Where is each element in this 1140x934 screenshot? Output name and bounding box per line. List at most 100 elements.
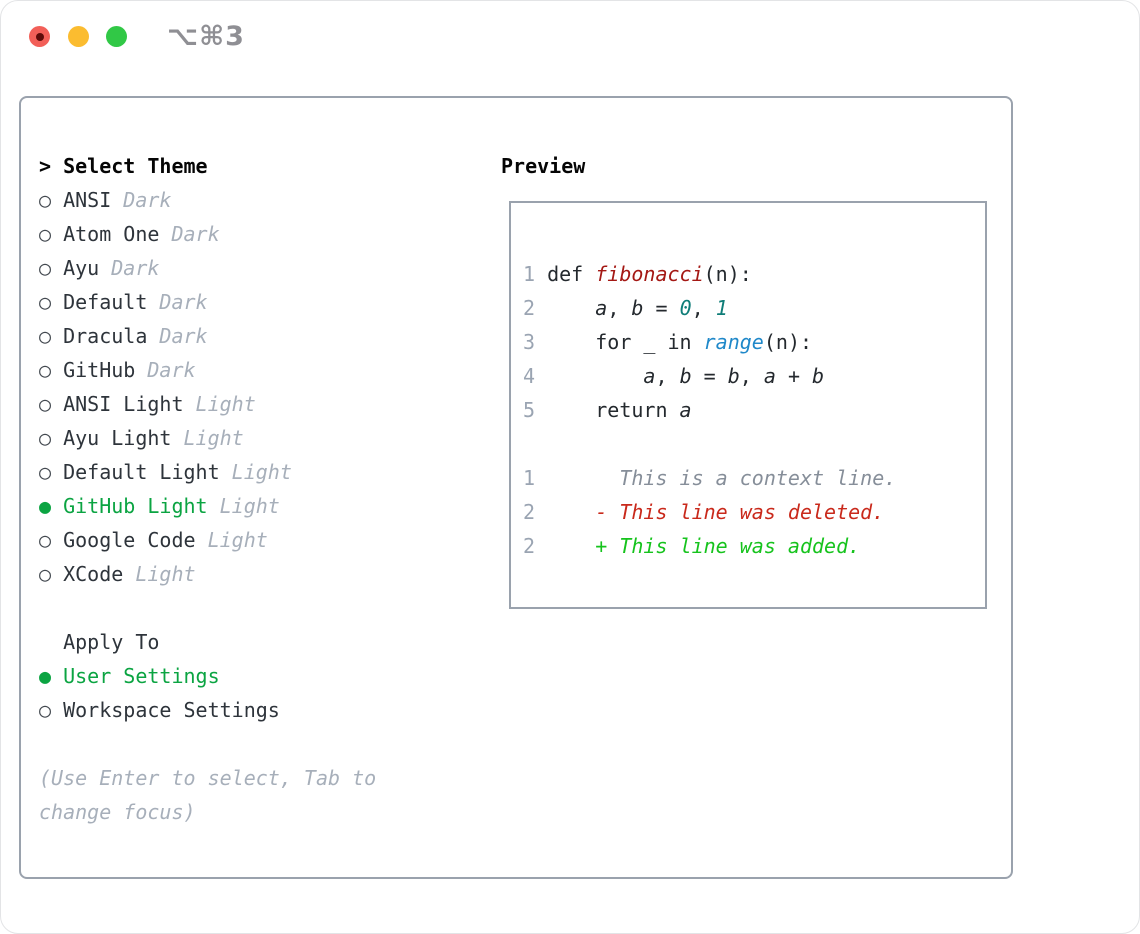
theme-option-dracula[interactable]: ○ Dracula Dark <box>39 319 376 353</box>
theme-list-title: Select Theme <box>63 154 208 178</box>
radio-unselected-icon: ○ <box>39 256 64 280</box>
zoom-button[interactable] <box>106 26 127 47</box>
token-plain: , <box>739 364 764 388</box>
theme-option-default[interactable]: ○ Default Dark <box>39 285 376 319</box>
spacer-row <box>39 727 376 761</box>
apply-option-label: User Settings <box>63 664 220 688</box>
theme-option-ansi[interactable]: ○ ANSI Dark <box>39 183 376 217</box>
token-plain: + <box>775 364 813 388</box>
theme-option-ayu-light[interactable]: ○ Ayu Light Light <box>39 421 376 455</box>
apply-option-workspace-settings[interactable]: ○ Workspace Settings <box>39 693 376 727</box>
line-number: 2 <box>523 534 548 558</box>
radio-selected-icon: ● <box>39 494 64 518</box>
token-plain: , <box>691 296 716 320</box>
theme-option-ayu[interactable]: ○ Ayu Dark <box>39 251 376 285</box>
token-plain: (n): <box>763 330 813 354</box>
theme-name: Ayu <box>63 256 100 280</box>
radio-selected-icon: ● <box>39 664 64 688</box>
token-number: 1 <box>715 296 728 320</box>
code-line-1: 1 def fibonacci(n): <box>523 257 985 291</box>
token-number: 0 <box>679 296 692 320</box>
token-deleted: - This line was deleted. <box>595 500 885 524</box>
theme-variant-tag: Light <box>123 562 196 586</box>
theme-name: ANSI <box>63 188 112 212</box>
diff-line-deleted: 2 - This line was deleted. <box>523 495 985 529</box>
line-number: 5 <box>523 398 548 422</box>
code-line-2: 2 a, b = 0, 1 <box>523 291 985 325</box>
diff-line-added: 2 + This line was added. <box>523 529 985 563</box>
token-plain: , <box>655 364 680 388</box>
theme-name: Atom One <box>63 222 160 246</box>
theme-name: Default <box>63 290 148 314</box>
line-number: 1 <box>523 466 548 490</box>
theme-name: GitHub <box>63 358 136 382</box>
theme-variant-tag: Light <box>171 426 244 450</box>
theme-option-atom-one[interactable]: ○ Atom One Dark <box>39 217 376 251</box>
line-number: 2 <box>523 296 548 320</box>
token-plain <box>547 296 595 320</box>
theme-variant-tag: Dark <box>159 222 220 246</box>
token-plain <box>547 534 595 558</box>
radio-unselected-icon: ○ <box>39 698 64 722</box>
hint-text-line-1: (Use Enter to select, Tab to <box>39 766 377 790</box>
token-plain: for _ in <box>547 330 704 354</box>
close-button[interactable] <box>29 26 50 47</box>
theme-name: GitHub Light <box>63 494 208 518</box>
hint-text-line-2: change focus) <box>39 800 196 824</box>
token-plain: = <box>643 296 680 320</box>
theme-variant-tag: Light <box>195 528 268 552</box>
line-number: 2 <box>523 500 548 524</box>
theme-option-xcode[interactable]: ○ XCode Light <box>39 557 376 591</box>
radio-unselected-icon: ○ <box>39 324 64 348</box>
token-var: b <box>631 296 644 320</box>
theme-option-github-light[interactable]: ● GitHub Light Light <box>39 489 376 523</box>
code-line-4: 4 a, b = b, a + b <box>523 359 985 393</box>
theme-name: Dracula <box>63 324 148 348</box>
token-plain <box>547 500 595 524</box>
radio-unselected-icon: ○ <box>39 562 64 586</box>
line-number: 1 <box>523 262 548 286</box>
radio-unselected-icon: ○ <box>39 426 64 450</box>
window-title: ⌥⌘3 <box>167 21 245 52</box>
theme-variant-tag: Dark <box>99 256 160 280</box>
radio-unselected-icon: ○ <box>39 222 64 246</box>
token-added: + This line was added. <box>595 534 861 558</box>
token-var: b <box>679 364 692 388</box>
apply-option-user-settings[interactable]: ● User Settings <box>39 659 376 693</box>
theme-variant-tag: Light <box>207 494 280 518</box>
token-var: b <box>727 364 740 388</box>
theme-option-default-light[interactable]: ○ Default Light Light <box>39 455 376 489</box>
token-var: a <box>643 364 656 388</box>
theme-option-ansi-light[interactable]: ○ ANSI Light Light <box>39 387 376 421</box>
radio-unselected-icon: ○ <box>39 358 64 382</box>
radio-unselected-icon: ○ <box>39 528 64 552</box>
code-line-3: 3 for _ in range(n): <box>523 325 985 359</box>
preview-title: Preview <box>501 154 586 178</box>
token-builtin: range <box>703 330 764 354</box>
theme-option-google-code[interactable]: ○ Google Code Light <box>39 523 376 557</box>
token-context: This is a context line. <box>547 466 897 490</box>
token-var: a <box>595 296 608 320</box>
token-plain: return <box>547 398 680 422</box>
code-line-5: 5 return a <box>523 393 985 427</box>
theme-option-github[interactable]: ○ GitHub Dark <box>39 353 376 387</box>
spacer-row <box>39 591 376 625</box>
theme-variant-tag: Dark <box>147 290 208 314</box>
theme-variant-tag: Dark <box>135 358 196 382</box>
token-plain: def <box>547 262 596 286</box>
radio-unselected-icon: ○ <box>39 392 64 416</box>
minimize-button[interactable] <box>68 26 89 47</box>
theme-name: Google Code <box>63 528 196 552</box>
apply-to-indent <box>39 630 63 654</box>
apply-to-header: Apply To <box>39 625 376 659</box>
token-func: fibonacci <box>595 262 704 286</box>
blank-line <box>523 427 985 461</box>
radio-unselected-icon: ○ <box>39 460 64 484</box>
token-var: a <box>763 364 776 388</box>
token-var: a <box>679 398 692 422</box>
titlebar: ⌥⌘3 <box>1 1 1139 96</box>
token-plain: = <box>691 364 728 388</box>
theme-options: ○ ANSI Dark○ Atom One Dark○ Ayu Dark○ De… <box>39 183 376 591</box>
token-var: b <box>812 364 825 388</box>
